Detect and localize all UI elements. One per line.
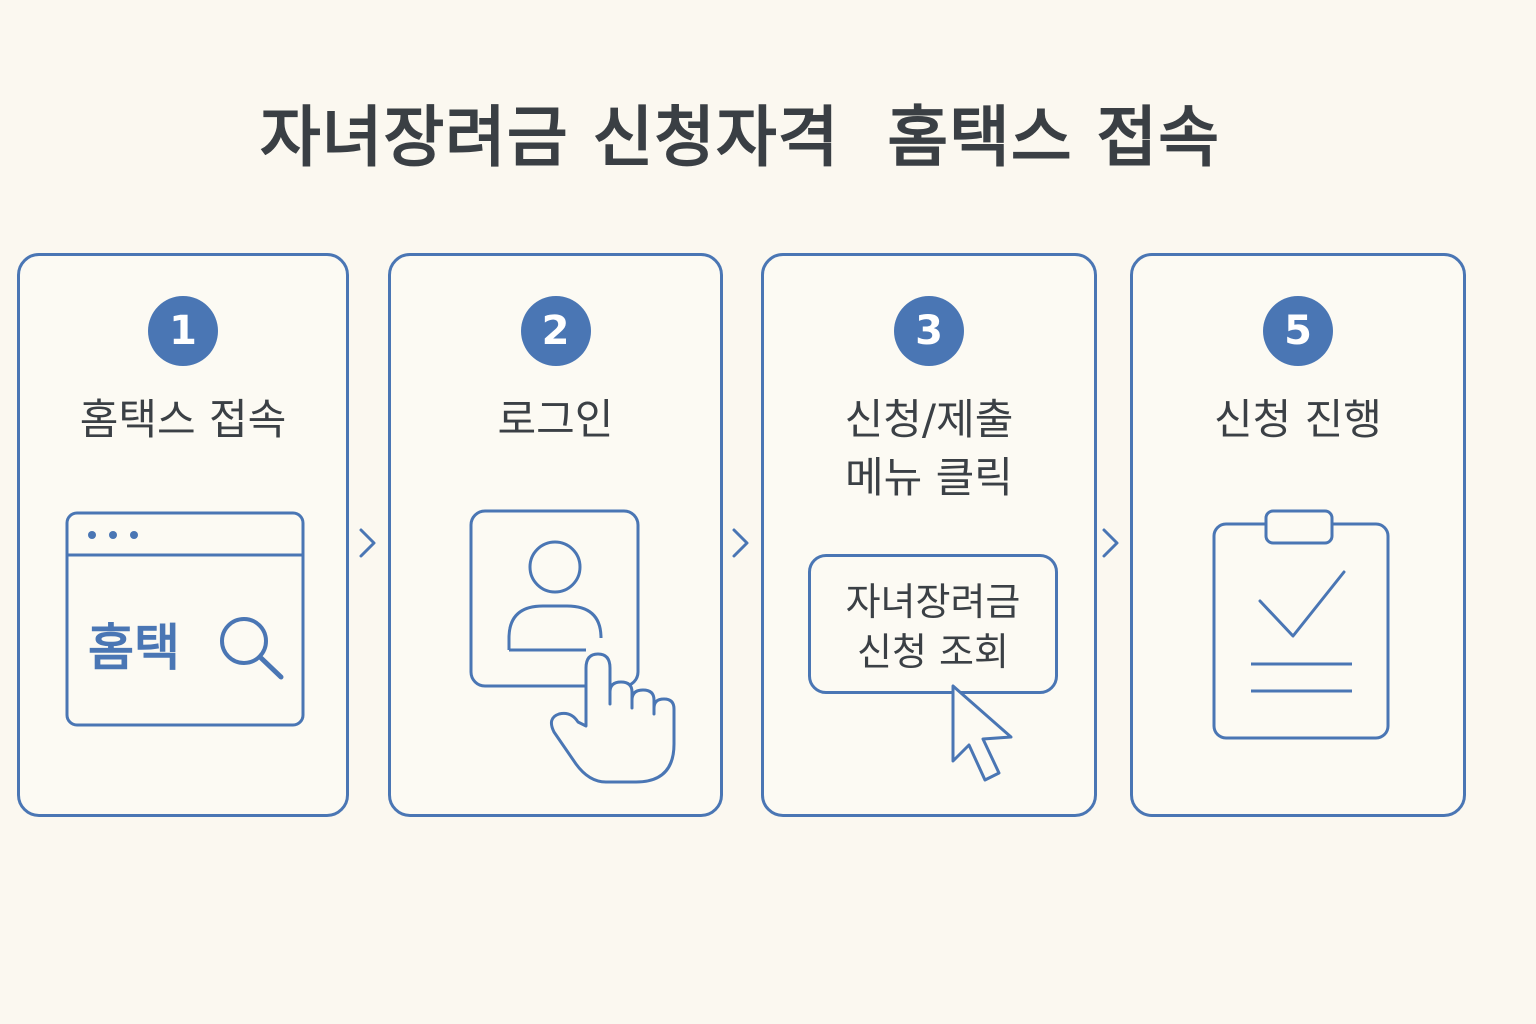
step-title-2: 로그인 [391, 391, 720, 449]
step-title-3: 신청/제출 메뉴 클릭 [764, 391, 1094, 507]
step-title-5-line-1: 신청 진행 [1214, 395, 1382, 444]
step-card-3: 3 신청/제출 메뉴 클릭 자녀장려금 신청 조회 [761, 253, 1097, 817]
step-card-2: 2 로그인 [388, 253, 723, 817]
menu-box-line-1: 자녀장려금 [845, 580, 1021, 624]
page-title: 자녀장려금 신청자격 홈택스 접속 [260, 99, 1220, 176]
chevron-right-icon [1102, 528, 1119, 558]
step-badge-3: 3 [894, 296, 964, 366]
cursor-click-icon [951, 684, 1013, 782]
user-login-tap-icon [469, 509, 676, 784]
step-1-illustration-text: 홈택 [88, 619, 180, 677]
menu-box: 자녀장려금 신청 조회 [808, 554, 1058, 694]
step-title-3-line-2: 메뉴 클릭 [845, 453, 1013, 502]
step-badge-1: 1 [148, 296, 218, 366]
step-badge-5: 5 [1263, 296, 1333, 366]
step-title-3-line-1: 신청/제출 [844, 395, 1014, 444]
step-badge-2: 2 [520, 296, 591, 366]
browser-search-icon [65, 511, 305, 727]
clipboard-check-icon [1212, 509, 1390, 740]
step-title-1: 홈택스 접속 [20, 391, 346, 449]
chevron-right-icon [359, 528, 376, 558]
menu-box-line-2: 신청 조회 [857, 630, 1009, 674]
step-card-1: 1 홈택스 접속 홈택 [17, 253, 349, 817]
step-title-2-line-1: 로그인 [497, 395, 614, 444]
menu-box-text: 자녀장려금 신청 조회 [811, 577, 1055, 677]
step-title-1-line-1: 홈택스 접속 [79, 395, 287, 444]
step-card-5: 5 신청 진행 [1130, 253, 1466, 817]
chevron-right-icon [732, 528, 749, 558]
step-title-5: 신청 진행 [1133, 391, 1463, 449]
